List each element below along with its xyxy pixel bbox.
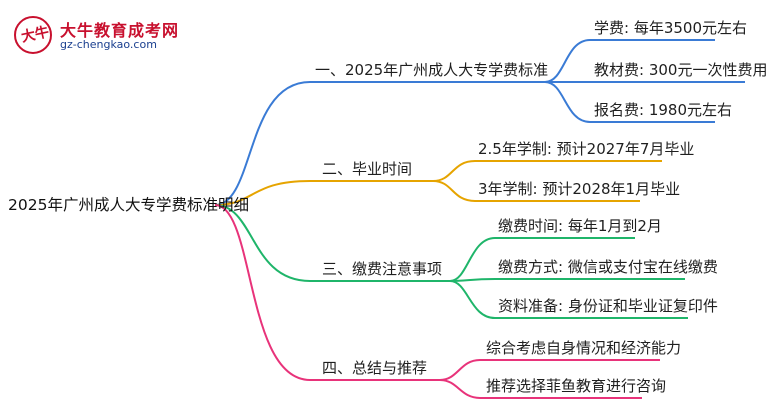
link-root-branch-1	[214, 81, 545, 206]
branch-3-label: 三、缴费注意事项	[322, 260, 443, 278]
link-root-branch-2	[214, 180, 433, 206]
branch-1-label: 一、2025年广州成人大专学费标准	[315, 61, 549, 79]
brand-badge-text: 大牛	[19, 24, 51, 46]
link-b2-c2	[432, 180, 640, 202]
branch-1-child-3: 报名费: 1980元左右	[594, 101, 732, 119]
link-b1-c3	[544, 81, 715, 123]
branch-4-child-2: 推荐选择菲鱼教育进行咨询	[486, 377, 667, 395]
link-b3-c1	[449, 237, 635, 282]
mindmap-links	[214, 39, 745, 399]
branch-4-label: 四、总结与推荐	[322, 359, 428, 377]
link-root-branch-4	[214, 204, 440, 381]
link-b3-c2	[449, 278, 685, 282]
branch-3-child-1: 缴费时间: 每年1月到2月	[498, 217, 662, 235]
link-root-branch-3	[214, 204, 450, 282]
brand-url: gz-chengkao.com	[60, 38, 157, 51]
link-b4-c1	[439, 359, 660, 381]
brand-logo: 大牛 大牛教育成考网 gz-chengkao.com	[6, 4, 206, 54]
link-b3-c3	[449, 280, 688, 319]
link-b1-c1	[544, 39, 715, 83]
branch-4-child-1: 综合考虑自身情况和经济能力	[486, 339, 682, 357]
branch-2-child-2: 3年学制: 预计2028年1月毕业	[478, 180, 681, 198]
branch-2-label: 二、毕业时间	[322, 160, 413, 178]
brand-badge: 大牛	[14, 16, 52, 54]
branch-3-child-3: 资料准备: 身份证和毕业证复印件	[498, 297, 718, 315]
link-b2-c1	[432, 160, 662, 182]
branch-3-child-2: 缴费方式: 微信或支付宝在线缴费	[498, 258, 718, 276]
branch-2-child-1: 2.5年学制: 预计2027年7月毕业	[478, 140, 695, 158]
root-node: 2025年广州成人大专学费标准明细	[8, 196, 249, 214]
link-b4-c2	[439, 379, 642, 399]
branch-1-child-1: 学费: 每年3500元左右	[594, 19, 747, 37]
brand-name: 大牛教育成考网	[60, 21, 180, 40]
branch-1-child-2: 教材费: 300元一次性费用	[594, 61, 767, 79]
